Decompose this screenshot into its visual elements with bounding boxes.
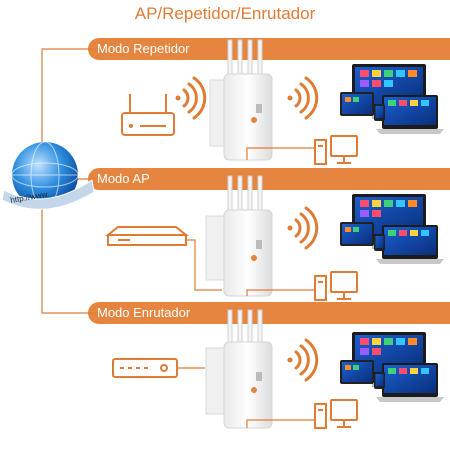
desktop-pc-icon bbox=[314, 271, 358, 301]
cable-3 bbox=[246, 419, 316, 428]
router-device bbox=[205, 309, 273, 429]
wifi-signal-icon bbox=[287, 206, 319, 250]
switch-icon bbox=[112, 358, 178, 378]
router-icon bbox=[121, 94, 175, 136]
band-repeater-mode: Modo Repetidor bbox=[88, 38, 450, 60]
wifi-signal-icon bbox=[175, 76, 207, 120]
diagram-title: AP/Repetidor/Enrutador bbox=[134, 4, 316, 23]
desktop-pc-icon bbox=[314, 399, 358, 429]
client-devices-icon bbox=[340, 194, 444, 264]
cable-ap-in bbox=[186, 239, 222, 291]
repeater-device-1 bbox=[209, 39, 273, 161]
modem-icon bbox=[105, 226, 189, 246]
cable-2 bbox=[246, 289, 316, 296]
ap-device bbox=[205, 175, 273, 297]
client-devices-icon bbox=[340, 64, 444, 134]
band-label-router: Modo Enrutador bbox=[97, 305, 191, 320]
band-ap-mode: Modo AP bbox=[88, 168, 450, 190]
client-devices-icon bbox=[340, 332, 444, 402]
cable-1 bbox=[246, 147, 316, 160]
globe-icon: http://www. bbox=[1, 141, 95, 210]
band-label-ap: Modo AP bbox=[97, 171, 150, 186]
desktop-pc-icon bbox=[314, 135, 358, 165]
band-router-mode: Modo Enrutador bbox=[88, 302, 450, 324]
wifi-signal-icon bbox=[287, 76, 319, 120]
band-label-repeater: Modo Repetidor bbox=[97, 41, 190, 56]
wifi-signal-icon bbox=[287, 338, 319, 382]
